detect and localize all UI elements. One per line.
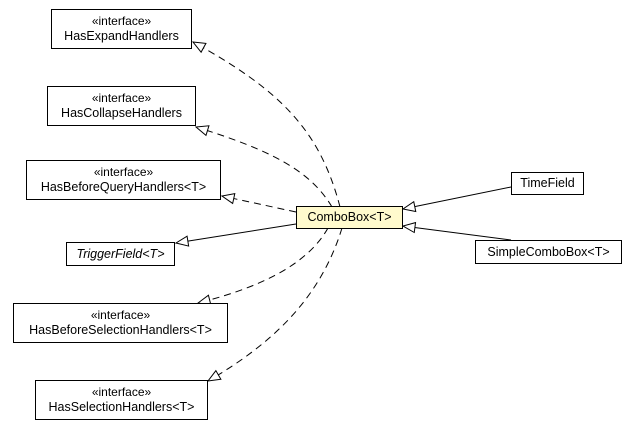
edge-combobox-hascollapsehandlers [196, 127, 333, 208]
edge-combobox-hasbeforeselectionhandlers [198, 227, 329, 303]
class-name: HasSelectionHandlers<T> [48, 400, 195, 414]
edge-timefield-combobox [403, 186, 512, 209]
stereotype-label: «interface» [93, 165, 154, 179]
node-time-field[interactable]: TimeField [511, 172, 584, 195]
class-name: HasBeforeQueryHandlers<T> [40, 180, 207, 194]
node-simple-combo-box[interactable]: SimpleComboBox<T> [475, 240, 622, 264]
edge-combobox-hasselectionhandlers [208, 227, 343, 381]
node-has-before-selection-handlers[interactable]: «interface» HasBeforeSelectionHandlers<T… [13, 303, 228, 343]
class-name: TimeField [520, 176, 575, 190]
class-name: ComboBox<T> [307, 210, 392, 224]
class-name: HasExpandHandlers [64, 29, 179, 43]
node-has-selection-handlers[interactable]: «interface» HasSelectionHandlers<T> [35, 380, 208, 420]
node-has-collapse-handlers[interactable]: «interface» HasCollapseHandlers [47, 86, 196, 126]
edge-combobox-hasexpandhandlers [193, 42, 341, 208]
node-combo-box[interactable]: ComboBox<T> [296, 206, 403, 229]
class-name: HasBeforeSelectionHandlers<T> [29, 323, 212, 337]
class-name: SimpleComboBox<T> [487, 244, 610, 259]
stereotype-label: «interface» [90, 308, 151, 322]
node-has-before-query-handlers[interactable]: «interface» HasBeforeQueryHandlers<T> [26, 160, 221, 200]
node-trigger-field[interactable]: TriggerField<T> [66, 242, 175, 266]
edge-simplecombobox-combobox [403, 226, 512, 241]
edge-combobox-hasbeforequeryhandlers [222, 196, 297, 213]
class-name: HasCollapseHandlers [61, 106, 182, 120]
class-name: TriggerField<T> [76, 246, 165, 261]
edge-combobox-triggerfield [176, 223, 297, 243]
stereotype-label: «interface» [91, 91, 152, 105]
stereotype-label: «interface» [91, 385, 152, 399]
node-has-expand-handlers[interactable]: «interface» HasExpandHandlers [51, 9, 192, 49]
stereotype-label: «interface» [91, 14, 152, 28]
